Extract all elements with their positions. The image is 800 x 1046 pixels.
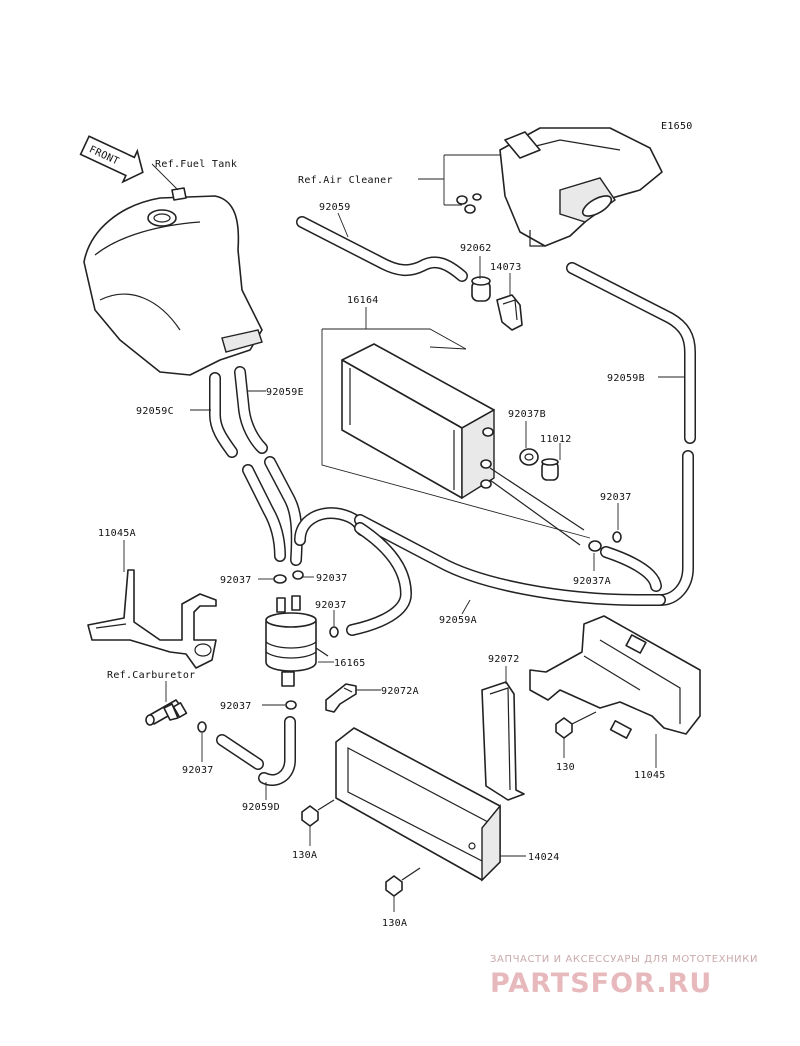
bracket-92072 [481,681,525,801]
bolt-130A-lower [385,867,421,897]
label-92059A: 92059A [439,615,477,626]
label-92037-center-lower: 92037 [220,701,252,712]
label-14024: 14024 [528,852,560,863]
label-92037-left-lower: 92037 [182,765,214,776]
air-cleaner-fitting [456,193,482,214]
label-92037-left-upper: 92037 [220,575,252,586]
clamp-92037-right [612,531,622,543]
hose-92059C [209,372,286,562]
label-92037B: 92037B [508,409,546,420]
clamp-92072A [325,683,357,713]
front-arrow-icon: FRONT [79,135,144,184]
ref-carburetor: Ref.Carburetor [107,670,196,681]
label-92037-center-upper: 92037 [316,573,348,584]
air-cleaner [499,127,663,247]
clamp-92037B [519,448,539,466]
bracket-11045A [87,569,217,669]
bolt-130A-upper [301,799,335,827]
clamp-92037-left-upper [273,574,287,584]
label-92059D: 92059D [242,802,280,813]
label-16165: 16165 [334,658,366,669]
label-92059B: 92059B [607,373,645,384]
clamp-92037-center-upper [292,570,304,580]
cap-92062 [471,276,491,302]
watermark-brand: PARTSFOR.RU [490,968,712,999]
diagram-code: E1650 [661,121,693,132]
label-14073: 14073 [490,262,522,273]
fuel-tank [83,187,263,376]
separator-16165 [265,595,329,687]
clamp-92037-left-lower [197,721,207,733]
canister-16164 [341,343,495,500]
label-11045A: 11045A [98,528,136,539]
canister-line-upper [489,467,585,531]
label-92059: 92059 [319,202,351,213]
clamp-92037-center-lower [285,700,297,710]
label-92062: 92062 [460,243,492,254]
cap-11012 [541,458,559,481]
label-11045: 11045 [634,770,666,781]
canister-line-lower [489,479,581,546]
bolt-130 [555,711,597,739]
label-130A-lower: 130A [382,918,407,929]
watermark-tagline: ЗАПЧАСТИ И АКСЕССУАРЫ ДЛЯ МОТОТЕХНИКИ [490,954,758,965]
hose-separator-to-canister [294,507,368,546]
label-92059E: 92059E [266,387,304,398]
bracket-14073 [496,294,523,331]
hose-92059E [234,366,303,566]
clamp-92037A [588,540,602,552]
hose-92059B [566,262,696,606]
hose-92059A [346,514,666,636]
label-16164: 16164 [347,295,379,306]
label-130A-upper: 130A [292,850,317,861]
ref-air-cleaner: Ref.Air Cleaner [298,175,393,186]
hose-92059D [216,716,296,786]
label-130: 130 [556,762,575,773]
bracket-11045 [529,615,701,739]
label-92059C: 92059C [136,406,174,417]
clamp-92037-small [329,626,339,638]
cover-14024 [335,727,501,882]
label-92037-right: 92037 [600,492,632,503]
label-92072A: 92072A [381,686,419,697]
label-92072: 92072 [488,654,520,665]
label-92037-small: 92037 [315,600,347,611]
hose-92059 [296,216,468,282]
label-92037A: 92037A [573,576,611,587]
label-11012: 11012 [540,434,572,445]
carburetor-fitting [145,699,188,726]
ref-fuel-tank: Ref.Fuel Tank [155,159,237,170]
